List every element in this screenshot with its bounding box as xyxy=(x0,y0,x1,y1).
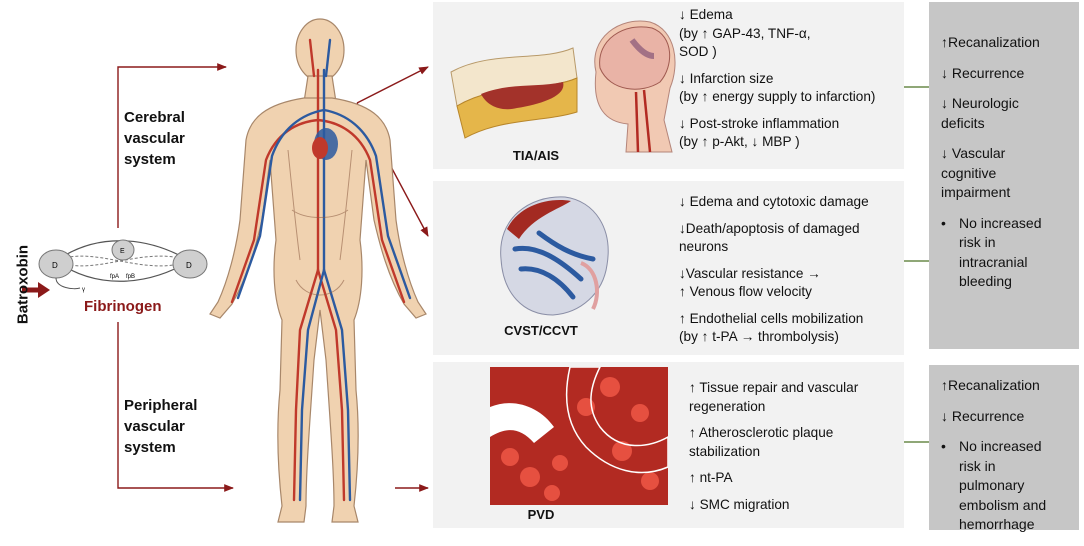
outcome-text: impairment xyxy=(941,184,1011,200)
outcome-item: ↓ Vascular cognitive impairment xyxy=(941,144,1042,203)
cerebral-branch-line xyxy=(117,63,227,228)
outcome-item: ↓ Recurrence xyxy=(941,407,1046,427)
brain-head-illustration xyxy=(594,20,676,153)
effect-text: SOD ) xyxy=(679,44,717,59)
outcome-item: ↑Recanalization xyxy=(941,376,1046,396)
outcome-text: pulmonary xyxy=(959,477,1025,493)
outcome-text: risk in xyxy=(959,234,996,250)
effect-item: ↑ Atherosclerotic plaque stabilization xyxy=(689,424,858,461)
outcome-text: risk in xyxy=(959,457,996,474)
tia-ais-caption: TIA/AIS xyxy=(512,148,560,163)
effect-text: ↑ nt-PA xyxy=(689,470,733,485)
peripheral-system-label: Peripheral vascular system xyxy=(124,397,198,456)
pvd-effects-list: ↑ Tissue repair and vascular regeneration… xyxy=(689,379,858,522)
effect-item: ↓Death/apoptosis of damaged neurons xyxy=(679,220,869,257)
effect-text: ↑ Tissue repair and vascular xyxy=(689,380,859,395)
effect-text: ↑ Venous flow velocity xyxy=(679,284,812,299)
effect-text: (by ↑ p-Akt, ↓ MBP ) xyxy=(679,134,800,149)
effect-text: (by ↑ energy supply to infarction) xyxy=(679,89,876,104)
cvst-ccvt-caption: CVST/CCVT xyxy=(504,323,578,338)
human-body-circulatory-illustration xyxy=(209,18,427,523)
fibrinogen-molecule-illustration: D E D fpA fpB γ xyxy=(38,239,208,293)
effect-item: ↑ Tissue repair and vascular regeneration xyxy=(689,379,858,416)
cerebral-system-label: Cerebral vascular system xyxy=(124,109,185,168)
batroxobin-label: Batroxobin xyxy=(14,244,32,325)
outcome-text: embolism and xyxy=(959,496,1047,513)
pvd-caption: PVD xyxy=(527,507,555,522)
outcome-text: hemorrhage xyxy=(959,516,1035,532)
outcome-text: intracranial xyxy=(959,253,1028,270)
effect-item: ↓ SMC migration xyxy=(689,496,858,515)
effect-text: ↓ SMC migration xyxy=(689,496,790,512)
d-right-label: D xyxy=(186,261,192,270)
outcome-text: bleeding xyxy=(959,273,1012,289)
effect-item: ↓Vascular resistance → ↑ Venous flow velo… xyxy=(679,265,869,302)
outcome-text: ↓ Recurrence xyxy=(941,64,1025,81)
effect-text: (by ↑ t-PA → thrombolysis) xyxy=(679,329,839,344)
outcome-item: ↓ Recurrence xyxy=(941,64,1042,84)
outcome-text: cognitive xyxy=(941,164,997,181)
fibrinogen-label: Fibrinogen xyxy=(84,298,162,315)
cvst-ccvt-effects-list: ↓ Edema and cytotoxic damage ↓Death/apopt… xyxy=(679,193,869,355)
outcome-text: ↑Recanalization xyxy=(941,377,1040,393)
outcome-text: No increased xyxy=(941,437,1046,457)
cerebral-veins-illustration xyxy=(500,196,609,316)
peripheral-vessel-illustration xyxy=(490,367,668,505)
effect-text: ↓ Edema and cytotoxic damage xyxy=(679,194,869,209)
outcome-text: ↓ Recurrence xyxy=(941,407,1025,424)
cerebral-outcomes-box xyxy=(929,2,1079,349)
effect-item: ↓ Post-stroke inflammation (by ↑ p-Akt, ↓… xyxy=(679,115,875,152)
outcome-text: ↓ Vascular xyxy=(941,145,1006,161)
clotted-artery-illustration xyxy=(450,47,578,139)
outcome-item: ↓ Neurologic deficits xyxy=(941,94,1042,133)
effect-item: ↑ Endothelial cells mobilization (by ↑ t-… xyxy=(679,310,869,347)
effect-text: (by ↑ GAP-43, TNF-α, xyxy=(679,25,811,41)
outcome-text: deficits xyxy=(941,114,985,131)
outcome-text: ↑Recanalization xyxy=(941,34,1040,50)
outcome-text: No increased xyxy=(941,214,1042,234)
effect-text: ↑ Atherosclerotic plaque xyxy=(689,425,834,440)
effect-item: ↓ Edema and cytotoxic damage xyxy=(679,193,869,212)
e-center-label: E xyxy=(120,248,125,255)
effect-text: ↓ Edema xyxy=(679,7,733,22)
fpa-label: fpA xyxy=(110,274,119,280)
gamma-label: γ xyxy=(82,287,85,293)
outcome-text: ↓ Neurologic xyxy=(941,95,1019,111)
effect-text: ↑ Endothelial cells mobilization xyxy=(679,310,864,326)
effect-item: ↓ Edema (by ↑ GAP-43, TNF-α, SOD ) xyxy=(679,6,875,62)
peripheral-outcomes-list: ↑Recanalization ↓ Recurrence No increasedr… xyxy=(941,376,1046,546)
effect-text: regeneration xyxy=(689,398,766,414)
peripheral-branch-line xyxy=(117,322,234,492)
effect-text: stabilization xyxy=(689,443,761,459)
tia-ais-effects-list: ↓ Edema (by ↑ GAP-43, TNF-α, SOD ) ↓ Infarc… xyxy=(679,6,875,160)
outcome-item: ↑Recanalization xyxy=(941,33,1042,53)
effect-text: ↓ Post-stroke inflammation xyxy=(679,115,840,131)
effect-text: neurons xyxy=(679,239,729,254)
effect-item: ↑ nt-PA xyxy=(689,469,858,488)
effect-text: ↓Vascular resistance → xyxy=(679,265,821,281)
effect-item: ↓ Infarction size (by ↑ energy supply to … xyxy=(679,70,875,107)
d-left-label: D xyxy=(52,261,58,270)
fpb-label: fpB xyxy=(126,274,135,280)
cerebral-outcomes-list: ↑Recanalization ↓ Recurrence ↓ Neurologic d… xyxy=(941,33,1042,303)
effect-text: ↓Death/apoptosis of damaged xyxy=(679,220,860,236)
body-to-tia-arrow xyxy=(356,66,429,104)
effect-text: ↓ Infarction size xyxy=(679,70,774,86)
